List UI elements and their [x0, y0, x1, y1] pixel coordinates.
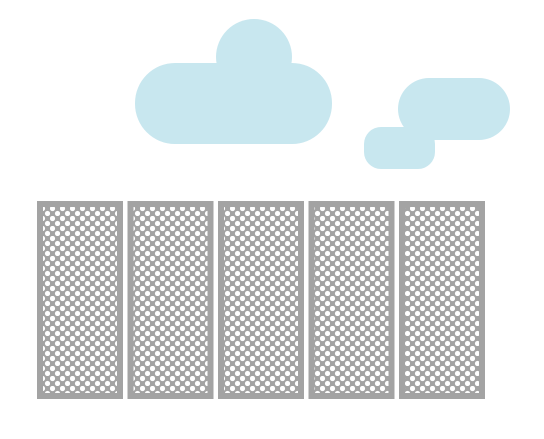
perforated-panel-5 [399, 201, 485, 399]
panel-perforations [43, 207, 117, 393]
perforated-panel-1 [37, 201, 123, 399]
panel-perforations [314, 207, 389, 393]
large-cloud [135, 19, 332, 144]
perforated-panel-3 [218, 201, 304, 399]
panel-perforations [133, 207, 208, 393]
panel-perforations [224, 207, 298, 393]
fence-panels [37, 201, 485, 399]
perforated-panel-2 [127, 201, 214, 399]
small-cloud [364, 78, 510, 169]
cloud-group [135, 19, 510, 169]
perforated-panel-4 [308, 201, 395, 399]
panel-perforations [405, 207, 479, 393]
